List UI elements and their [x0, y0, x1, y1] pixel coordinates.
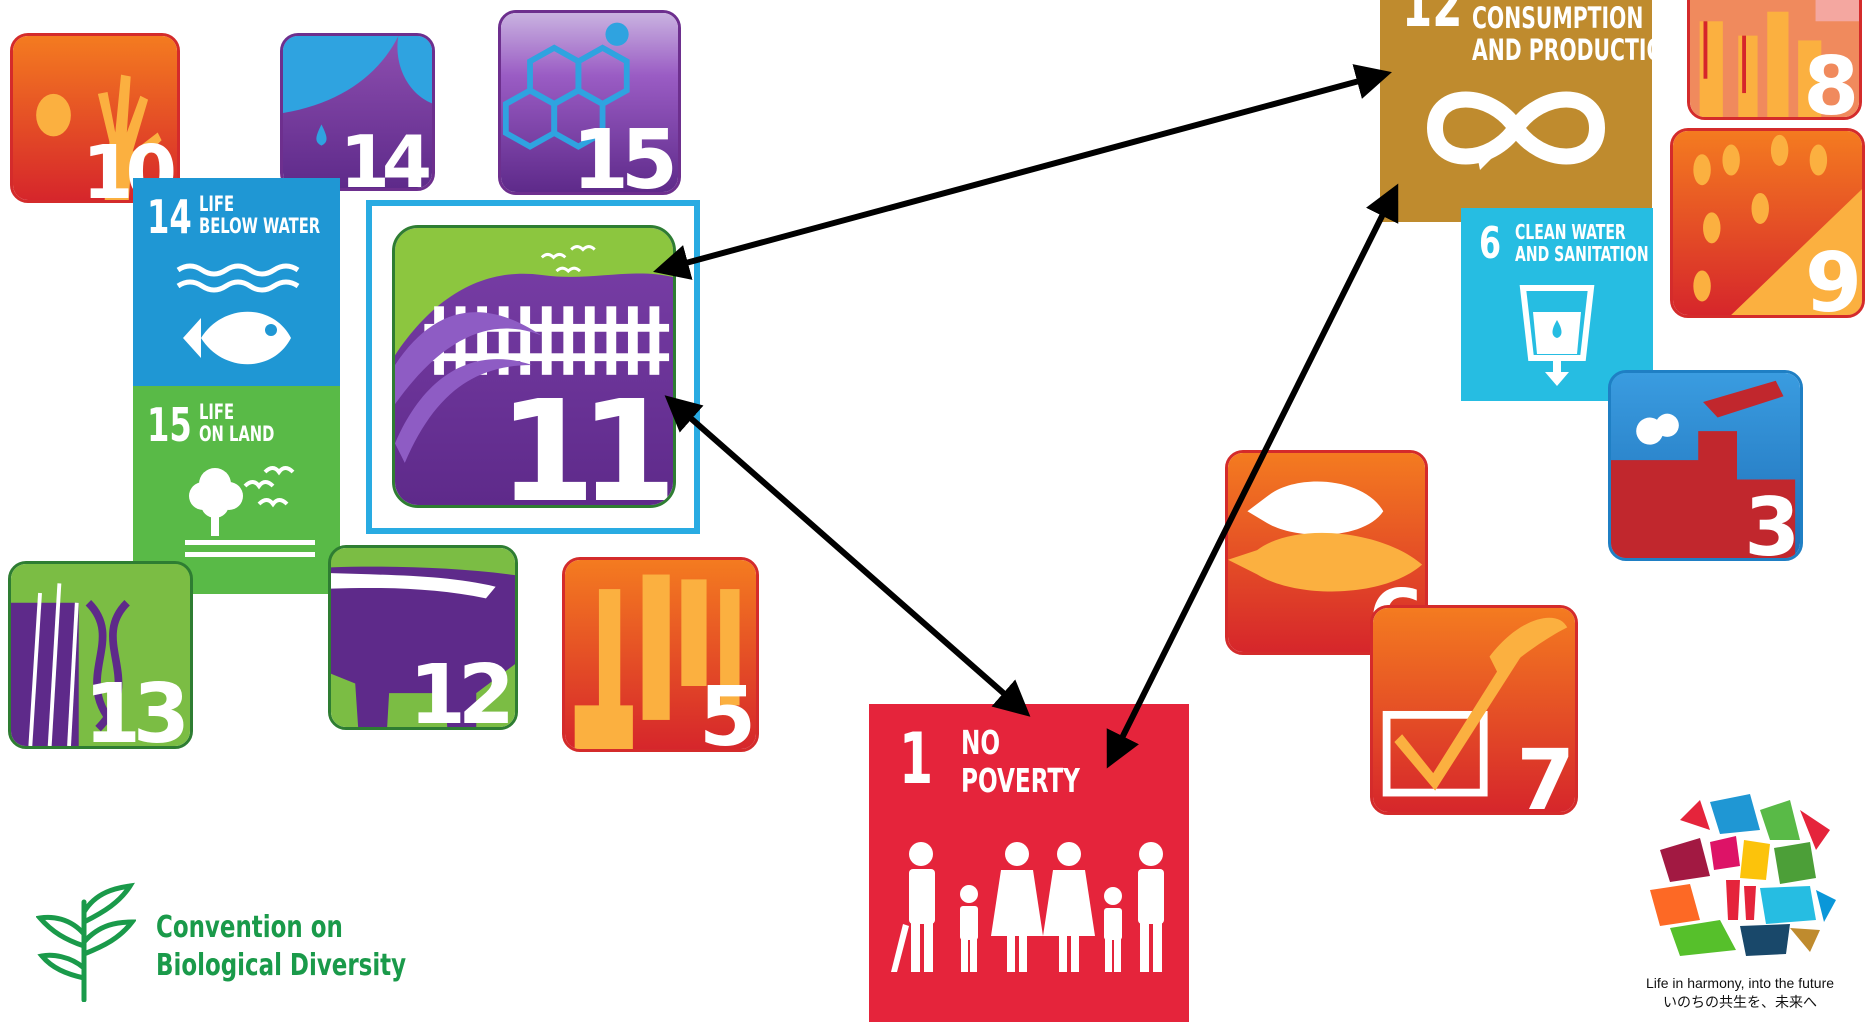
sdg-title-line1: CLEAN WATER — [1515, 220, 1626, 244]
cop15-tagline: Life in harmony, into the future いのちの共生を… — [1600, 974, 1865, 1012]
sdg-title-line2: ON LAND — [199, 422, 275, 446]
sdg-title-line2: POVERTY — [961, 761, 1080, 800]
cop15-origami-animals-logo — [1650, 794, 1836, 956]
sdg-title-line2: BELOW WATER — [199, 214, 321, 238]
family-people-icon — [891, 842, 1164, 972]
sdg-number: 15 — [147, 398, 192, 452]
target-number: 9 — [1804, 236, 1862, 318]
aichi-target-3-icon: 3 — [1608, 370, 1803, 561]
sdg-1-tile: 1 NO POVERTY — [869, 704, 1189, 1022]
aichi-target-14-icon: 14 — [280, 33, 435, 191]
aichi-target-12-icon: 12 — [328, 545, 518, 730]
cop15-tagline-english: Life in harmony, into the future — [1645, 975, 1835, 991]
sdg-title-line1: NO — [961, 723, 1001, 762]
target-number: 7 — [1516, 731, 1575, 815]
sdg-number: 1 — [899, 718, 934, 800]
aichi-target-10-icon: 10 — [10, 33, 180, 203]
target-number: 13 — [83, 667, 190, 749]
target-number: 15 — [571, 113, 678, 195]
target-number: 5 — [698, 670, 756, 752]
aichi-target-13-icon: 13 — [8, 561, 193, 749]
target-number: 11 — [498, 371, 673, 508]
sdg-12-tile: 12 CONSUMPTION AND PRODUCTION — [1380, 0, 1652, 222]
target-number: 8 — [1803, 40, 1859, 120]
target-number: 14 — [339, 120, 432, 191]
sdg-title-line1: LIFE — [199, 192, 235, 216]
aichi-target-7-icon: 7 — [1370, 605, 1578, 815]
cbd-leaf-logo-icon — [36, 882, 136, 1002]
aichi-target-8-icon: 8 — [1687, 0, 1862, 120]
cbd-logo-text-line2: Biological Diversity — [156, 948, 407, 983]
aichi-target-11-icon: 11 — [392, 225, 676, 508]
aichi-target-15-icon: 15 — [498, 10, 681, 195]
sdg-number: 14 — [147, 190, 192, 244]
target-number: 3 — [1744, 481, 1800, 561]
sdg-15-tile: 15 LIFE ON LAND — [133, 386, 340, 594]
target-number: 12 — [408, 648, 515, 730]
sdg-number: 6 — [1479, 218, 1502, 269]
sdg-title-line2: AND SANITATION — [1515, 242, 1649, 266]
fish-wave-icon — [176, 263, 300, 365]
cbd-logo-text-line1: Convention on — [156, 910, 343, 945]
tree-birds-icon — [185, 466, 315, 557]
sdg-title-line2: AND PRODUCTION — [1472, 33, 1652, 67]
sdg-number: 12 — [1402, 0, 1463, 41]
arrow-target11-sdg12 — [653, 64, 1392, 280]
water-glass-icon — [1519, 285, 1595, 386]
cop15-tagline-japanese: いのちの共生を、未来へ — [1663, 994, 1817, 1010]
sdg-6-tile: 6 CLEAN WATER AND SANITATION — [1461, 208, 1653, 401]
aichi-target-9-icon: 9 — [1670, 128, 1865, 318]
sdg-title-line1: LIFE — [199, 400, 235, 424]
aichi-target-5-icon: 5 — [562, 557, 759, 752]
sdg-title-line1: CONSUMPTION — [1472, 1, 1644, 35]
sdg-14-tile: 14 LIFE BELOW WATER — [133, 178, 340, 386]
infinity-loop-icon — [1426, 91, 1606, 170]
